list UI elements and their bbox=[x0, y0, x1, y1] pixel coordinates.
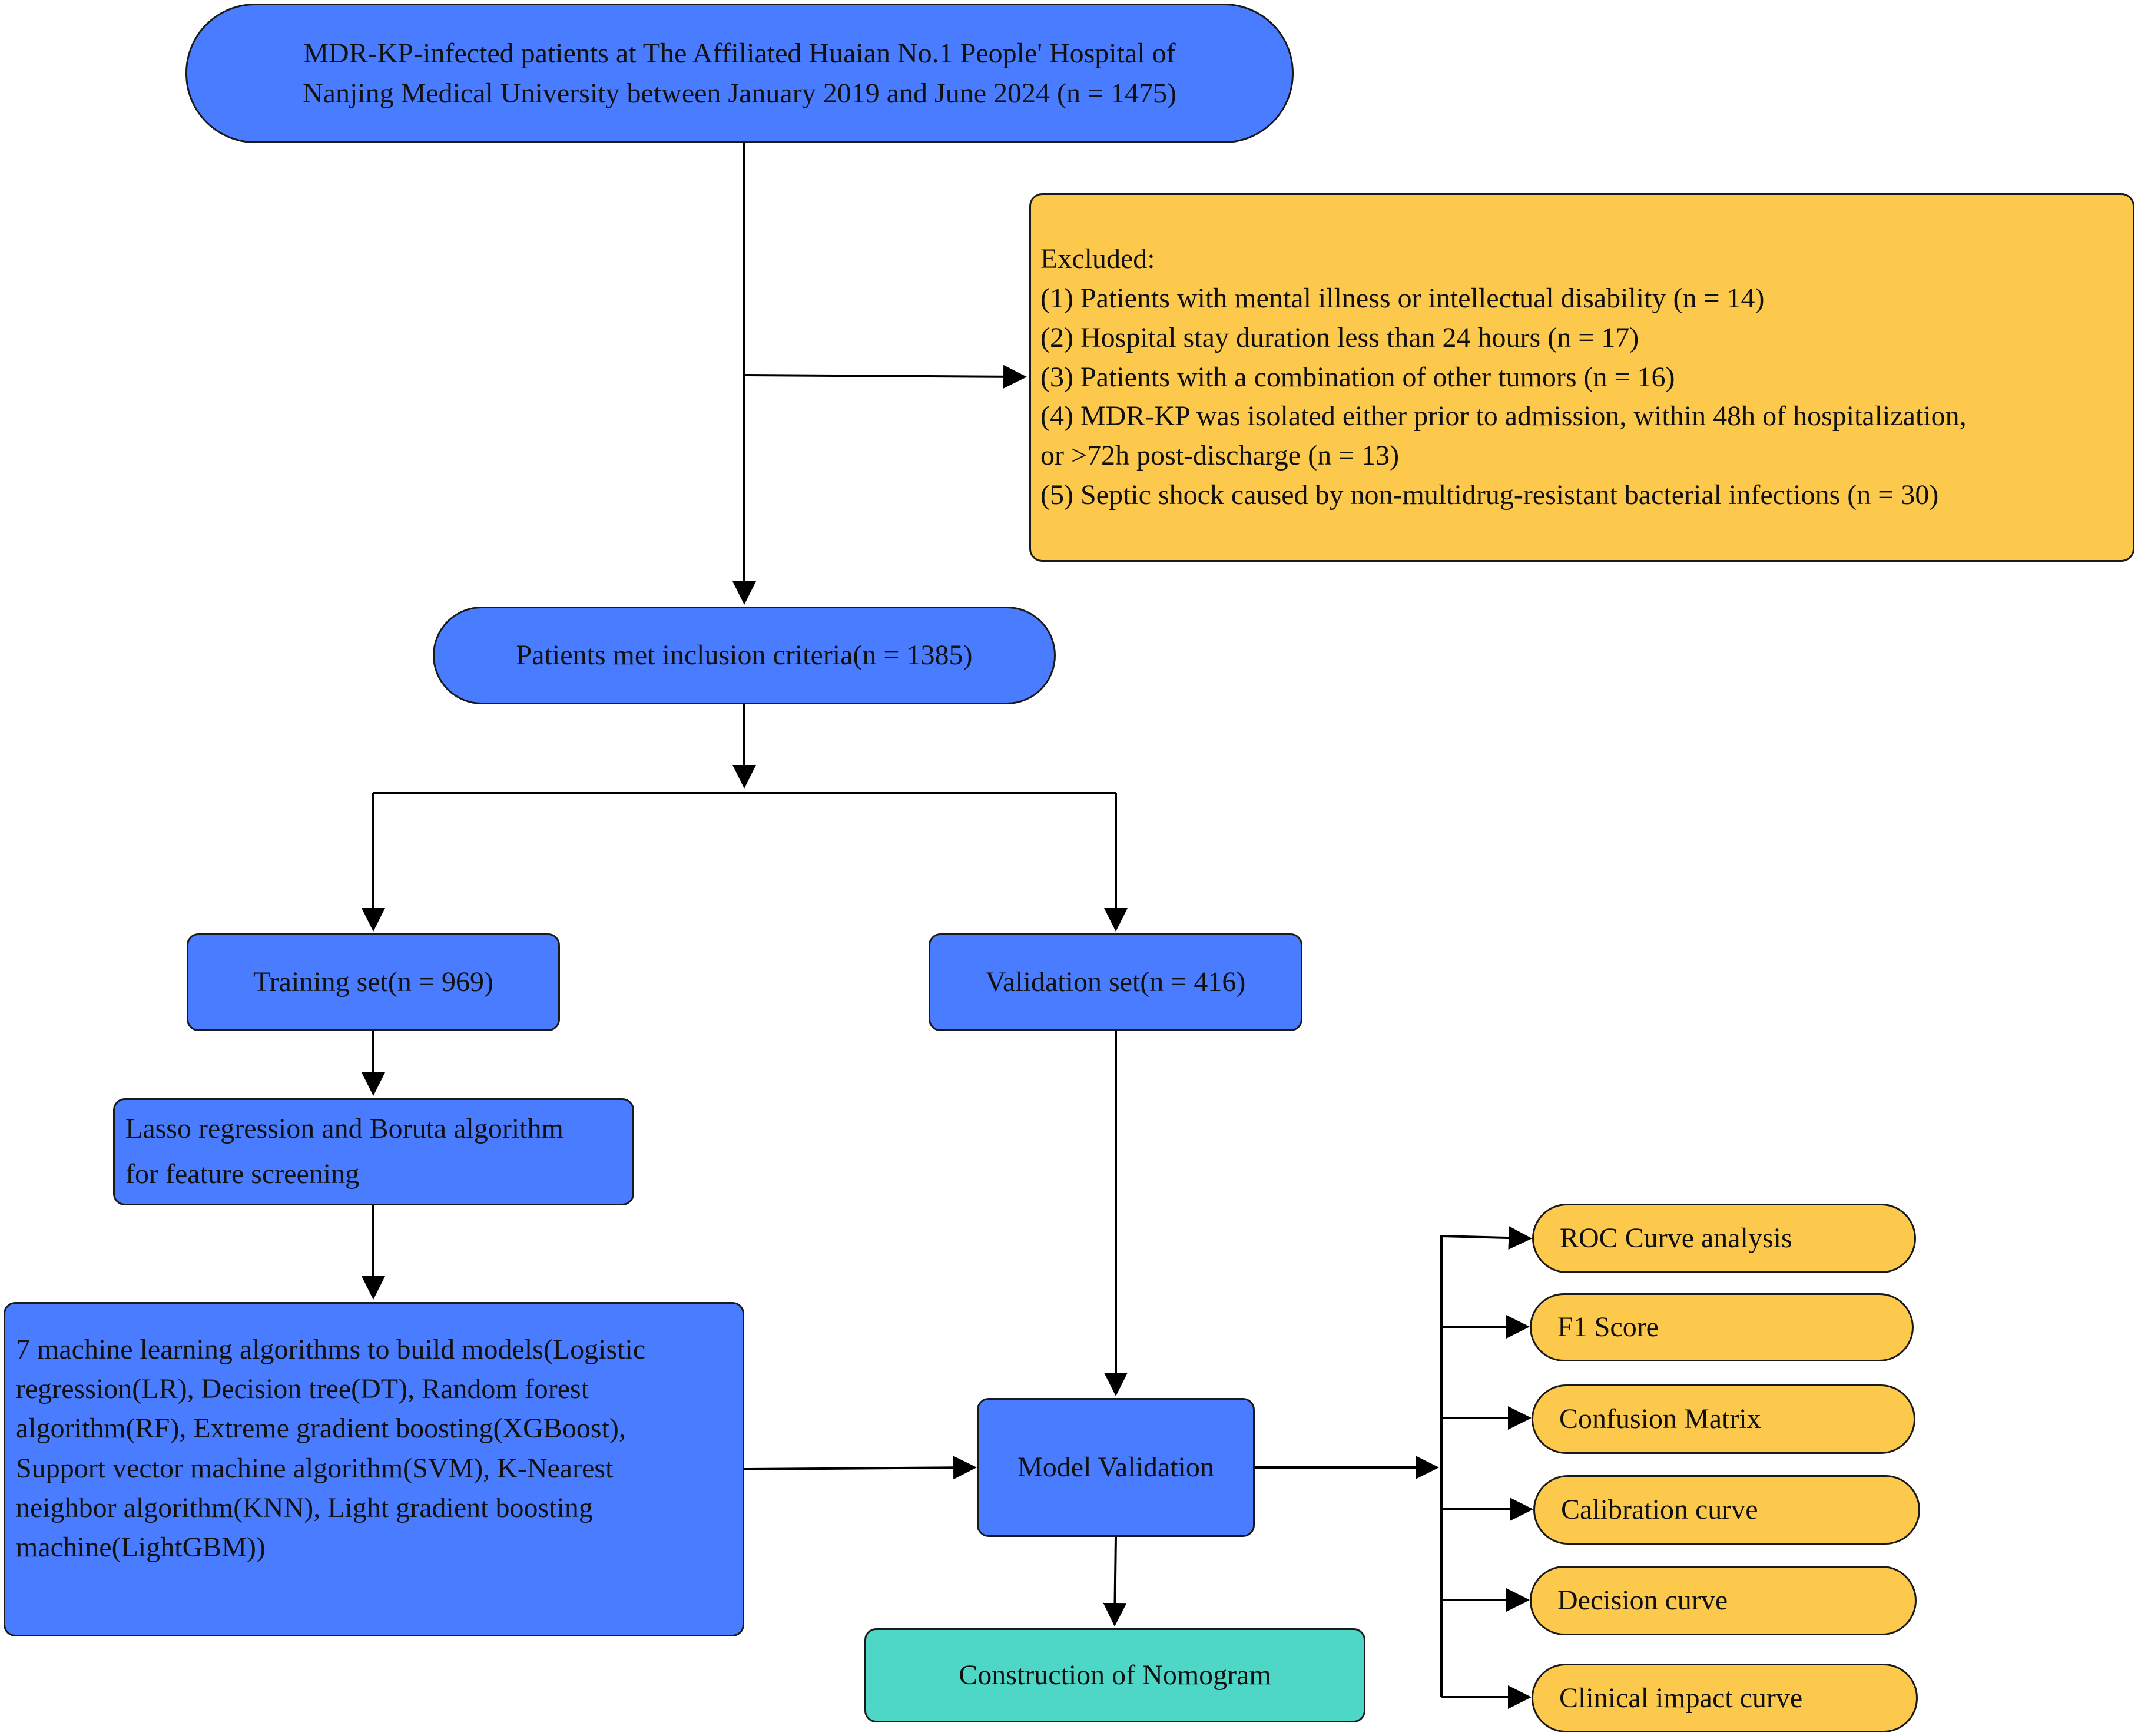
training-set-box: Training set(n = 969) bbox=[187, 933, 560, 1031]
feature-screening-line-1: Lasso regression and Boruta algorithm bbox=[125, 1113, 563, 1145]
metric-clinical-box: Clinical impact curve bbox=[1532, 1664, 1918, 1732]
validation-set-label: Validation set(n = 416) bbox=[985, 966, 1246, 998]
metric-clinical-label: Clinical impact curve bbox=[1559, 1682, 1803, 1714]
metric-confusion-box: Confusion Matrix bbox=[1532, 1384, 1915, 1454]
excluded-item-2: (2) Hospital stay duration less than 24 … bbox=[1040, 322, 1639, 353]
excluded-item-3: (3) Patients with a combination of other… bbox=[1040, 361, 1675, 393]
metric-f1-box: F1 Score bbox=[1530, 1293, 1914, 1361]
inclusion-box: Patients met inclusion criteria(n = 1385… bbox=[433, 607, 1056, 704]
cohort-line-1: MDR-KP-infected patients at The Affiliat… bbox=[303, 38, 1176, 69]
feature-screening-line-2: for feature screening bbox=[125, 1158, 360, 1190]
algorithms-line-5: neighbor algorithm(KNN), Light gradient … bbox=[16, 1492, 593, 1523]
algorithms-line-2: regression(LR), Decision tree(DT), Rando… bbox=[16, 1373, 589, 1405]
metric-f1-label: F1 Score bbox=[1557, 1311, 1659, 1343]
algorithms-line-1: 7 machine learning algorithms to build m… bbox=[16, 1334, 646, 1365]
arrow-to-excluded bbox=[744, 365, 1027, 389]
algorithms-line-4: Support vector machine algorithm(SVM), K… bbox=[16, 1452, 614, 1484]
excluded-item-1: (1) Patients with mental illness or inte… bbox=[1040, 283, 1765, 314]
metric-decision-box: Decision curve bbox=[1530, 1566, 1917, 1635]
algorithms-line-6: machine(LightGBM)) bbox=[16, 1531, 266, 1563]
algorithms-line-3: algorithm(RF), Extreme gradient boosting… bbox=[16, 1413, 626, 1445]
metric-decision-label: Decision curve bbox=[1557, 1585, 1728, 1616]
metric-roc-box: ROC Curve analysis bbox=[1532, 1204, 1916, 1273]
cohort-line-2: Nanjing Medical University between Janua… bbox=[302, 77, 1177, 109]
excluded-box: Excluded: (1) Patients with mental illne… bbox=[1029, 193, 2134, 562]
metric-calibration-label: Calibration curve bbox=[1561, 1494, 1758, 1526]
algorithms-box: 7 machine learning algorithms to build m… bbox=[4, 1302, 744, 1636]
metric-calibration-box: Calibration curve bbox=[1533, 1475, 1920, 1545]
nomogram-label: Construction of Nomogram bbox=[959, 1659, 1271, 1691]
inclusion-label: Patients met inclusion criteria(n = 1385… bbox=[516, 640, 973, 671]
metric-roc-label: ROC Curve analysis bbox=[1560, 1223, 1792, 1254]
nomogram-box: Construction of Nomogram bbox=[864, 1628, 1365, 1722]
model-validation-label: Model Validation bbox=[1017, 1452, 1214, 1483]
model-validation-box: Model Validation bbox=[977, 1398, 1255, 1537]
cohort-box: MDR-KP-infected patients at The Affiliat… bbox=[185, 4, 1294, 143]
excluded-heading: Excluded: bbox=[1040, 243, 1155, 275]
validation-set-box: Validation set(n = 416) bbox=[929, 933, 1302, 1031]
arrow-algorithms-to-model bbox=[744, 1456, 977, 1480]
training-set-label: Training set(n = 969) bbox=[253, 966, 493, 998]
arrow-to-metric-1 bbox=[1441, 1226, 1532, 1250]
arrow-model-to-nomogram bbox=[1103, 1536, 1127, 1626]
excluded-item-4-cont: or >72h post-discharge (n = 13) bbox=[1040, 440, 1400, 472]
metric-confusion-label: Confusion Matrix bbox=[1559, 1403, 1761, 1435]
excluded-item-4: (4) MDR-KP was isolated either prior to … bbox=[1040, 400, 1967, 432]
feature-screening-box: Lasso regression and Boruta algorithm fo… bbox=[113, 1098, 634, 1205]
excluded-item-5: (5) Septic shock caused by non-multidrug… bbox=[1040, 479, 1939, 511]
